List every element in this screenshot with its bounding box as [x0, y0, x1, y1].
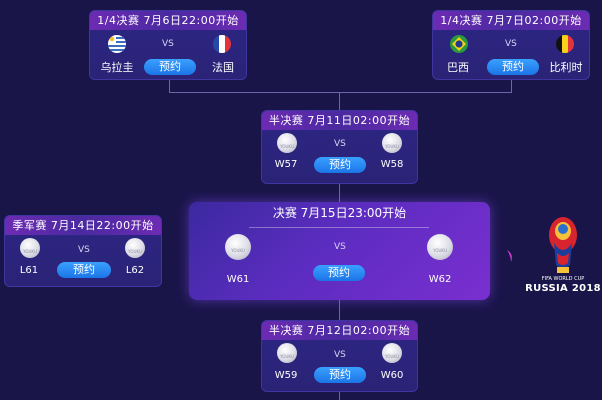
- connector-top-horizontal: [169, 92, 511, 93]
- belgium-flag-icon: [556, 35, 574, 53]
- connector-center-top: [339, 92, 340, 110]
- logo-title: RUSSIA 2018: [525, 283, 601, 294]
- vs-label: VS: [505, 39, 517, 49]
- match-header: 1/4决赛 7月6日22:00开始: [90, 11, 246, 30]
- team-placeholder-icon: YOUKU: [277, 133, 297, 153]
- reserve-button[interactable]: 预约: [314, 157, 366, 173]
- team-placeholder-icon: YOUKU: [20, 238, 40, 258]
- team-placeholder-icon: YOUKU: [382, 343, 402, 363]
- reserve-button[interactable]: 预约: [313, 265, 365, 281]
- match-header: 半决赛 7月12日02:00开始: [262, 321, 417, 340]
- reserve-button[interactable]: 预约: [57, 262, 111, 278]
- match-card-qf-left: 1/4决赛 7月6日22:00开始 乌拉圭 VS 法国 预约: [89, 10, 247, 80]
- team-placeholder-icon: YOUKU: [225, 234, 251, 260]
- trophy-emblem-icon: [549, 217, 577, 273]
- team-b-name: L62: [125, 265, 145, 276]
- uruguay-flag-icon: [108, 35, 126, 53]
- vs-label: VS: [162, 39, 174, 49]
- team-b-name: W60: [380, 370, 404, 381]
- team-b-name: W58: [380, 159, 404, 170]
- team-placeholder-icon: YOUKU: [382, 133, 402, 153]
- match-header: 1/4决赛 7月7日02:00开始: [433, 11, 589, 30]
- reserve-button[interactable]: 预约: [144, 59, 196, 75]
- header-divider: [249, 227, 429, 228]
- team-a-name: W57: [274, 159, 298, 170]
- match-card-sf-bottom: 半决赛 7月12日02:00开始 YOUKU W59 VS YOUKU W60 …: [261, 320, 418, 392]
- vs-label: VS: [334, 139, 346, 149]
- match-card-third-place: 季军赛 7月14日22:00开始 YOUKU L61 VS YOUKU L62 …: [4, 215, 162, 287]
- team-a-name: 乌拉圭: [100, 61, 134, 74]
- world-cup-logo: FIFA WORLD CUP RUSSIA 2018: [524, 213, 602, 301]
- connector-right-vertical: [511, 80, 512, 93]
- match-header: 决赛 7月15日23:00开始: [272, 206, 407, 220]
- connector-center-mid: [339, 184, 340, 202]
- team-b-name: W62: [428, 274, 452, 285]
- connector-left-vertical: [169, 80, 170, 93]
- team-a-name: L61: [19, 265, 39, 276]
- reserve-button[interactable]: 预约: [487, 59, 539, 75]
- accent-swirl-icon: [505, 248, 515, 262]
- match-card-final: 决赛 7月15日23:00开始 YOUKU W61 VS YOUKU W62 预…: [189, 202, 490, 300]
- brazil-flag-icon: [450, 35, 468, 53]
- team-a-name: W61: [226, 274, 250, 285]
- match-card-sf-top: 半决赛 7月11日02:00开始 YOUKU W57 VS YOUKU W58 …: [261, 110, 418, 184]
- vs-label: VS: [334, 242, 346, 252]
- france-flag-icon: [213, 35, 231, 53]
- connector-bottom: [339, 392, 340, 400]
- team-placeholder-icon: YOUKU: [125, 238, 145, 258]
- logo-subtitle: FIFA WORLD CUP: [541, 276, 585, 282]
- vs-label: VS: [78, 245, 90, 255]
- reserve-button[interactable]: 预约: [314, 367, 366, 383]
- team-a-name: 巴西: [447, 61, 469, 74]
- team-a-name: W59: [274, 370, 298, 381]
- match-header: 半决赛 7月11日02:00开始: [262, 111, 417, 130]
- match-card-qf-right: 1/4决赛 7月7日02:00开始 巴西 VS 比利时 预约: [432, 10, 590, 80]
- connector-center-bottom: [339, 300, 340, 320]
- team-placeholder-icon: YOUKU: [427, 234, 453, 260]
- match-header: 季军赛 7月14日22:00开始: [5, 216, 161, 235]
- team-b-name: 法国: [212, 61, 234, 74]
- vs-label: VS: [334, 350, 346, 360]
- team-placeholder-icon: YOUKU: [277, 343, 297, 363]
- team-b-name: 比利时: [549, 61, 583, 74]
